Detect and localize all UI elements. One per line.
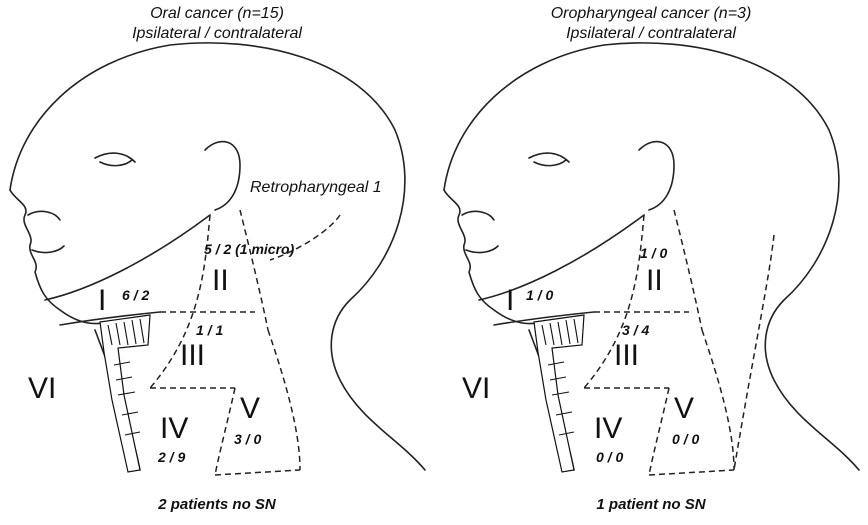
level-iii-count: 1 / 1	[196, 322, 223, 338]
level-ii-label: II	[212, 264, 229, 297]
panel-oral-cancer: Oral cancer (n=15) Ipsilateral / contral…	[0, 0, 434, 525]
level-boundary-inferior	[649, 470, 734, 475]
level-iii-count: 3 / 4	[622, 322, 649, 338]
level-boundary-iv-v	[649, 388, 669, 475]
head-neck-drawing: I II III IV V VI 1 / 0 1 / 0 3 / 4 0 / 0…	[434, 0, 868, 525]
mouth-outline	[462, 211, 498, 252]
level-ii-label: II	[646, 264, 663, 297]
retropharyngeal-label: Retropharyngeal 1	[250, 179, 382, 196]
level-iv-count: 2 / 9	[157, 449, 185, 465]
level-boundary-posterior	[702, 330, 734, 470]
face-profile	[10, 190, 110, 324]
level-iii-label: III	[614, 339, 639, 372]
panel-footer: 1 patient no SN	[434, 496, 868, 513]
panel-footer: 2 patients no SN	[0, 496, 434, 513]
level-v-label: V	[240, 392, 260, 425]
ear-outline	[205, 142, 240, 210]
level-iv-label: IV	[594, 412, 622, 445]
face-profile	[444, 190, 544, 324]
level-v-count: 0 / 0	[672, 431, 699, 447]
level-vi-label: VI	[28, 372, 56, 405]
level-iv-label: IV	[160, 412, 188, 445]
larynx-illustration	[534, 315, 584, 472]
level-i-count: 6 / 2	[122, 287, 149, 303]
head-neck-drawing: I II III IV V VI 6 / 2 5 / 2 (1 micro) 1…	[0, 0, 434, 525]
level-iii-label: III	[180, 339, 205, 372]
ear-outline	[639, 142, 674, 210]
panel-oropharyngeal-cancer: Oropharyngeal cancer (n=3) Ipsilateral /…	[434, 0, 868, 525]
eye-outline	[529, 153, 569, 166]
level-boundary-inferior	[215, 470, 300, 475]
level-v-count: 3 / 0	[234, 431, 261, 447]
jaw-line	[479, 215, 644, 300]
level-ii-count: 5 / 2 (1 micro)	[204, 241, 295, 257]
level-v-label: V	[674, 392, 694, 425]
level-i-label: I	[506, 284, 514, 317]
larynx-illustration	[100, 315, 150, 472]
level-i-label: I	[98, 284, 106, 317]
level-i-count: 1 / 0	[526, 287, 553, 303]
level-boundary-iv-v	[215, 388, 235, 475]
level-vi-label: VI	[462, 372, 490, 405]
eye-outline	[95, 153, 135, 166]
level-boundary-retro	[734, 235, 774, 470]
level-boundary-posterior	[268, 330, 300, 470]
level-ii-count: 1 / 0	[640, 245, 667, 261]
mouth-outline	[28, 211, 64, 252]
level-iv-count: 0 / 0	[596, 449, 623, 465]
